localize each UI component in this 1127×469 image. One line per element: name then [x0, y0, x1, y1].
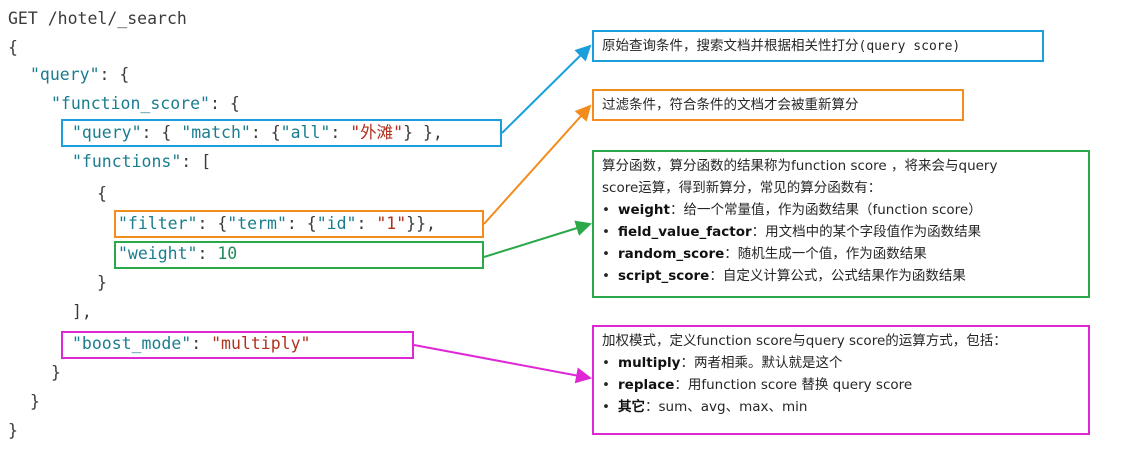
code-line-filter: "filter": {"term": {"id": "1"}},	[118, 214, 436, 233]
query-connector	[501, 44, 592, 134]
code-line-query-close: }	[30, 392, 40, 411]
weight-highlight-box	[114, 241, 484, 269]
query-highlight-box	[61, 119, 502, 147]
code-line-functions: "functions": [	[72, 152, 212, 171]
filter-highlight-box	[114, 210, 484, 238]
boost-item-multiply: •multiply：两者相乘。默认就是这个	[602, 355, 843, 371]
boost-mode-note: 加权模式，定义function score与query score的运算方式，包…	[592, 325, 1090, 435]
function-item-script-score: •script_score：自定义计算公式，公式结果作为函数结果	[602, 268, 966, 284]
filter-note: 过滤条件，符合条件的文档才会被重新算分	[592, 89, 964, 121]
request-line: GET /hotel/_search	[8, 9, 187, 28]
query-note: 原始查询条件，搜索文档并根据相关性打分(query score)	[592, 30, 1044, 62]
code-line-weight: "weight": 10	[118, 244, 238, 263]
code-line-fn-obj-close: }	[97, 273, 107, 292]
code-line-inner-query: "query": { "match": {"all": "外滩"} },	[72, 123, 443, 142]
filter-connector	[483, 104, 592, 225]
weight-connector	[483, 220, 592, 258]
code-line-fn-obj-open: {	[97, 184, 107, 203]
code-line-fs-close: }	[51, 363, 61, 382]
code-line-query: "query": {	[30, 65, 130, 84]
code-line-open-brace: {	[8, 38, 18, 57]
boost-item-other: •其它：sum、avg、max、min	[602, 399, 808, 415]
code-line-close-brace: }	[8, 421, 18, 440]
function-item-random-score: •random_score：随机生成一个值，作为函数结果	[602, 246, 927, 262]
code-line-boost-mode: "boost_mode": "multiply"	[72, 334, 311, 353]
functions-note: 算分函数，算分函数的结果称为function score ，将来会与query …	[592, 150, 1090, 298]
function-item-weight: •weight：给一个常量值，作为函数结果（function score）	[602, 202, 982, 218]
code-line-function-score: "function_score": {	[51, 94, 240, 113]
code-line-functions-close: ],	[72, 302, 92, 321]
boost-connector	[413, 344, 592, 384]
function-item-field-value-factor: •field_value_factor：用文档中的某个字段值作为函数结果	[602, 224, 982, 240]
boost-mode-highlight-box	[61, 331, 414, 359]
boost-item-replace: •replace：用function score 替换 query score	[602, 377, 913, 393]
